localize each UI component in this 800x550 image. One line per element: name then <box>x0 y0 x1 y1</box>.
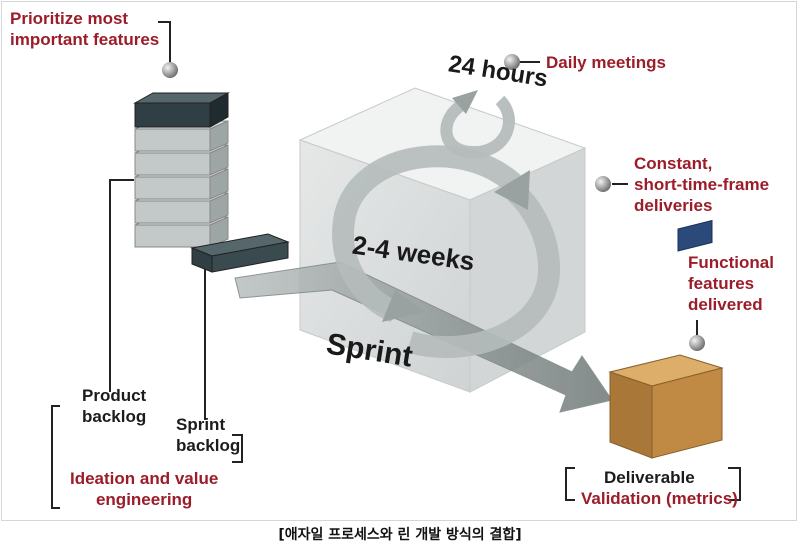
connector-balls <box>162 54 705 351</box>
label-prioritize: Prioritize most important features <box>10 9 160 49</box>
product-backlog-stack <box>133 92 230 248</box>
label-validation: Validation (metrics) <box>581 489 738 508</box>
label-deliverable: Deliverable <box>604 468 695 487</box>
weeks-loop-arrow-return <box>406 183 561 359</box>
figure-caption: [애자일 프로세스와 린 개발 방식의 결합] <box>278 527 522 543</box>
label-sprint-backlog: Sprint backlog <box>176 415 241 455</box>
hours-loop-arrowhead <box>452 90 478 114</box>
sprint-backlog-block <box>190 233 290 273</box>
label-ideation: Ideation and value engineering <box>70 469 219 509</box>
label-product-backlog: Product backlog <box>82 386 147 426</box>
agile-lean-diagram <box>51 21 741 509</box>
weeks-loop-arrowhead-top <box>494 170 530 210</box>
weeks-loop-arrow <box>332 145 529 323</box>
flow-arrow <box>234 261 613 413</box>
deliverable-box <box>608 219 724 459</box>
weeks-loop-arrowhead <box>382 290 425 322</box>
hours-loop-arrow <box>440 95 515 159</box>
label-functional-features: Functional features delivered <box>688 253 774 314</box>
label-daily-meetings: Daily meetings <box>546 53 666 72</box>
label-constant-deliveries: Constant, short-time-frame deliveries <box>634 154 770 215</box>
